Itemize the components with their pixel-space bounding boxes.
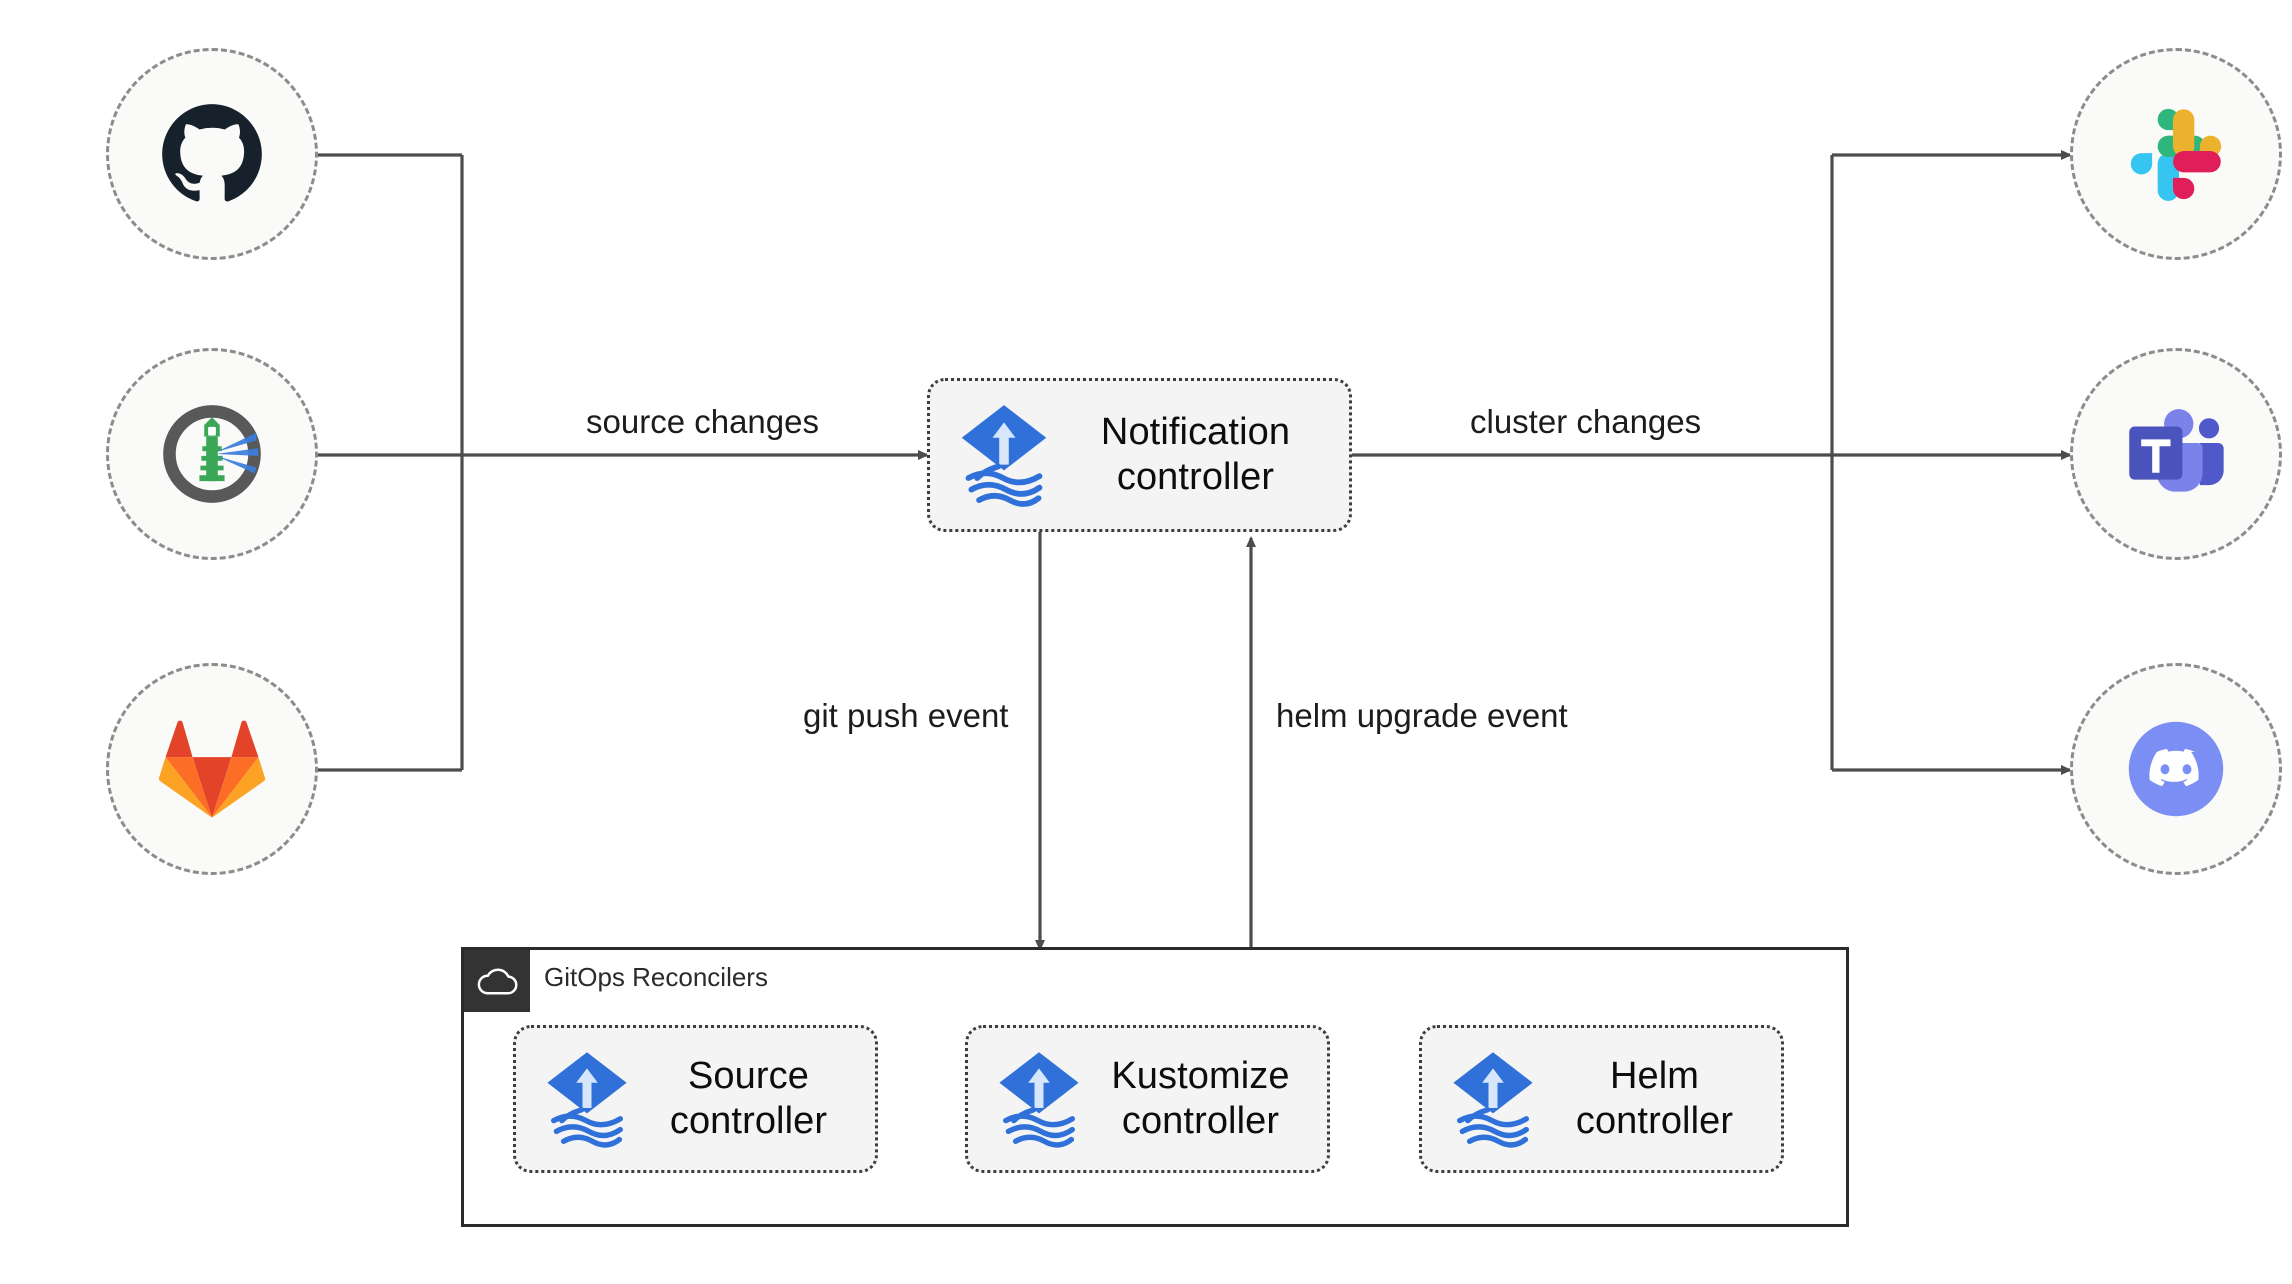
source-controller-label: Source controller xyxy=(669,1055,828,1142)
edge-label-source-changes: source changes xyxy=(576,402,829,442)
edge-label-cluster-changes: cluster changes xyxy=(1460,402,1712,442)
edge-label-git-push-event: git push event xyxy=(793,696,1019,736)
source-node-gitlab[interactable] xyxy=(106,663,318,875)
edge-label-helm-upgrade-event: helm upgrade event xyxy=(1266,696,1578,736)
helm-controller-label: Helm controller xyxy=(1575,1055,1734,1142)
source-node-github[interactable] xyxy=(106,48,318,260)
kustomize-controller-box[interactable]: Kustomize controller xyxy=(965,1025,1330,1173)
source-controller-box[interactable]: Source controller xyxy=(513,1025,878,1173)
flux-logo-icon xyxy=(547,1052,627,1148)
lighthouse-icon xyxy=(163,405,261,503)
slack-icon xyxy=(2130,108,2222,201)
notification-controller-box[interactable]: Notification controller xyxy=(927,378,1352,532)
discord-icon xyxy=(2128,721,2224,817)
group-title: GitOps Reconcilers xyxy=(544,962,768,992)
gitlab-icon xyxy=(158,720,266,818)
target-node-slack[interactable] xyxy=(2070,48,2282,260)
group-icon-tab xyxy=(464,950,530,1012)
flux-logo-icon xyxy=(1453,1052,1533,1148)
kustomize-controller-label: Kustomize controller xyxy=(1111,1055,1290,1142)
source-node-flux[interactable] xyxy=(106,348,318,560)
notification-controller-label: Notification controller xyxy=(1100,411,1291,498)
target-node-teams[interactable] xyxy=(2070,348,2282,560)
github-icon xyxy=(162,104,262,202)
helm-controller-box[interactable]: Helm controller xyxy=(1419,1025,1784,1173)
target-node-discord[interactable] xyxy=(2070,663,2282,875)
flux-logo-icon xyxy=(961,405,1047,507)
cloud-icon xyxy=(477,968,518,995)
flux-logo-icon xyxy=(999,1052,1079,1148)
teams-icon xyxy=(2129,409,2224,492)
